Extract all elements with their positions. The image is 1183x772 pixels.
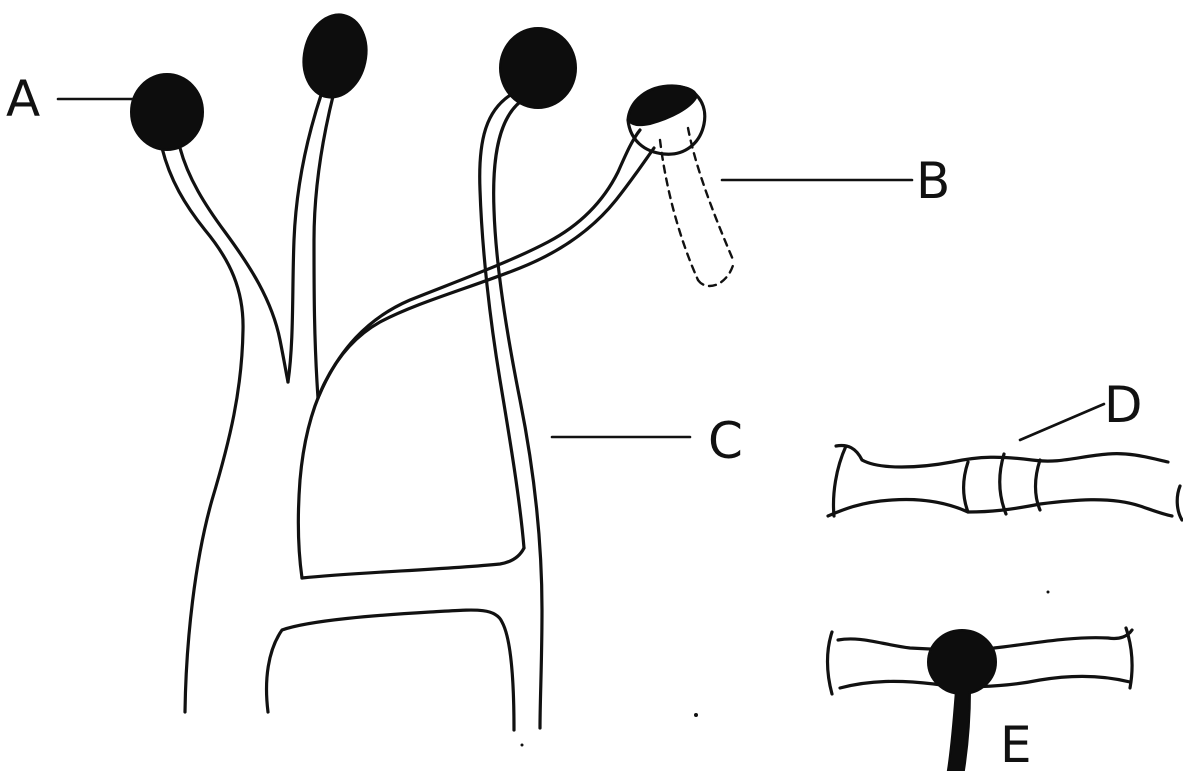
branch-b-lower-edge [298, 148, 654, 578]
leader-lines [58, 99, 1104, 440]
detail-e-left-cap [828, 632, 833, 694]
branch-a-inner-edge [180, 148, 288, 382]
sporangium-3 [500, 28, 576, 108]
label-a: A [6, 70, 40, 128]
label-e: E [1000, 716, 1032, 772]
detail-d-gametangium-right [1036, 460, 1041, 510]
branch-2-left-edge [288, 92, 322, 382]
speck [694, 713, 698, 717]
label-b: B [916, 152, 950, 210]
trunk-left-edge [162, 148, 243, 712]
label-c: C [708, 412, 743, 470]
germ-tube-b-right [688, 128, 734, 262]
germ-tube-b-tip [698, 262, 734, 286]
loop-bottom-edge [302, 548, 524, 578]
lower-chamber [267, 610, 514, 730]
speck [521, 744, 524, 747]
detail-d [828, 446, 1182, 520]
zygospore-e [928, 630, 996, 694]
detail-d-bottom-edge [828, 500, 1172, 517]
sporangium-2 [296, 8, 374, 103]
sporangium-a [131, 74, 203, 150]
sporangia [131, 8, 705, 154]
detail-d-septum [1000, 454, 1006, 514]
leader-d [1020, 404, 1104, 440]
germ-tube-b [660, 128, 734, 286]
detail-d-right-cap [1177, 486, 1182, 520]
detail-d-left-cap [834, 446, 847, 516]
sporangium-b-dark-cap [628, 86, 696, 125]
speck [1047, 591, 1050, 594]
suspensor-e [948, 690, 970, 770]
germ-tube-b-left [660, 140, 698, 280]
branch-3-right-edge [494, 102, 542, 728]
branch-3-left-edge [480, 94, 524, 548]
branch-2-right-edge [314, 92, 334, 398]
label-d: D [1104, 376, 1143, 434]
main-mycelium [162, 92, 654, 730]
detail-e [828, 628, 1133, 770]
detail-d-gametangium-left [964, 462, 969, 512]
